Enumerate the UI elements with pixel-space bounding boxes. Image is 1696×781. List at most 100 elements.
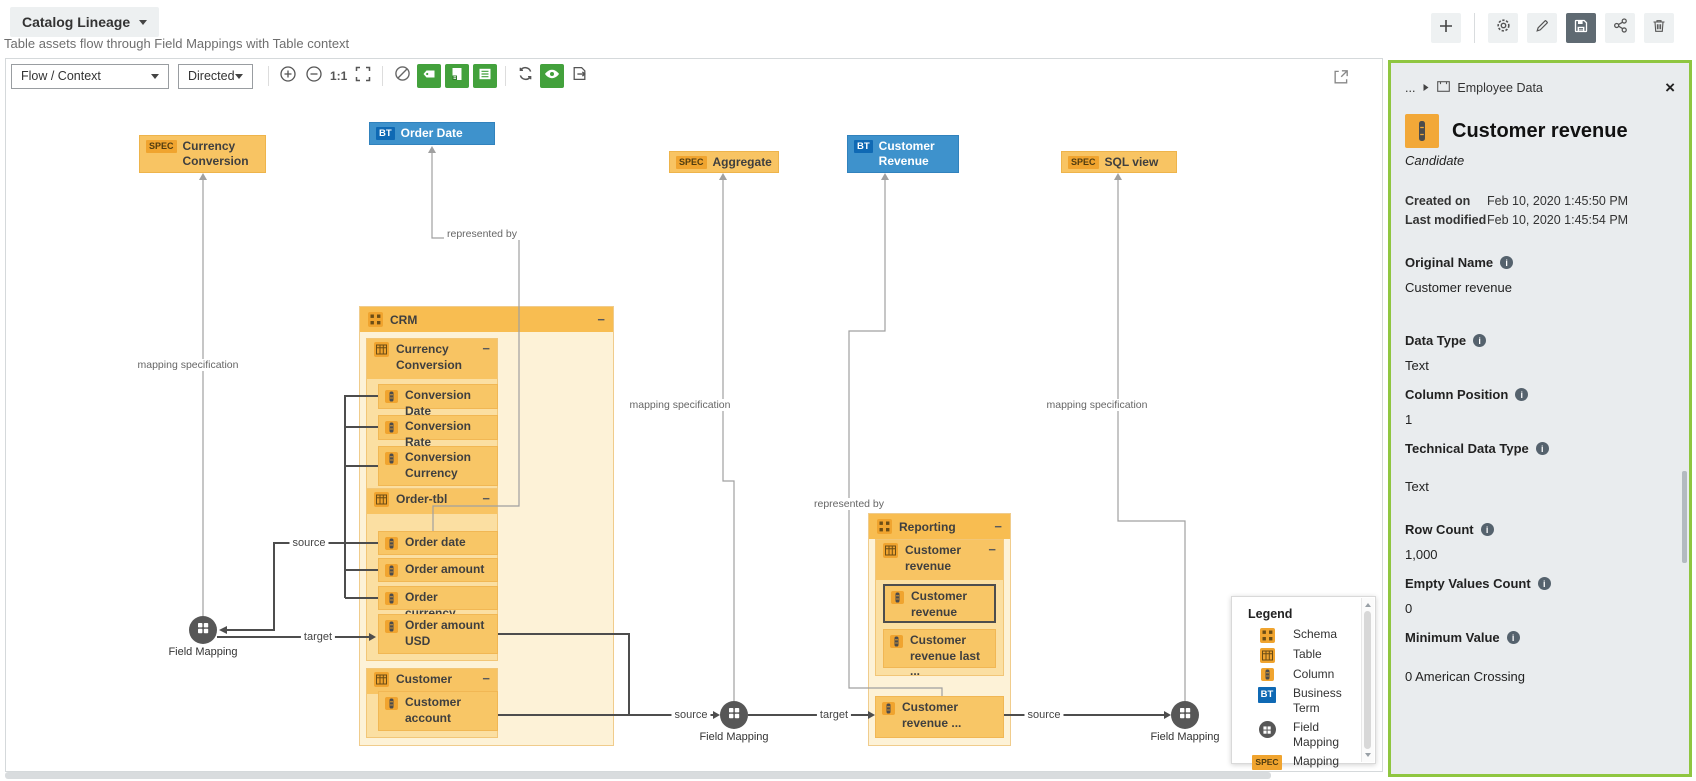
- field-mapping-node[interactable]: [189, 616, 217, 644]
- legend-item-field-mapping: Field Mapping: [1232, 718, 1375, 752]
- direction-select[interactable]: Directed: [178, 63, 253, 89]
- column-node-order-amount[interactable]: Order amount: [378, 558, 498, 582]
- info-icon[interactable]: i: [1473, 334, 1487, 347]
- breadcrumb-item[interactable]: Employee Data: [1457, 80, 1543, 95]
- open-in-new-window-icon[interactable]: [1332, 68, 1350, 91]
- chevron-right-icon: [1422, 81, 1430, 95]
- column-node-order-date[interactable]: Order date: [378, 531, 498, 555]
- info-icon[interactable]: i: [1480, 523, 1494, 536]
- collapse-toggle[interactable]: −: [994, 519, 1002, 534]
- breadcrumb-ellipsis[interactable]: ...: [1405, 80, 1416, 95]
- refresh-button[interactable]: [514, 65, 536, 87]
- zoom-in-button[interactable]: [277, 65, 299, 87]
- delete-button[interactable]: [1644, 13, 1674, 43]
- collapse-toggle[interactable]: −: [482, 341, 490, 356]
- scrollbar-thumb[interactable]: [1364, 611, 1371, 749]
- asset-title-row: Customer revenue: [1405, 114, 1675, 148]
- preview-toggle[interactable]: [540, 64, 565, 88]
- asset-title: Customer revenue: [1452, 119, 1628, 142]
- separator: [382, 66, 384, 86]
- show-labels-toggle[interactable]: [417, 64, 442, 88]
- field-mapping-node[interactable]: [720, 701, 748, 729]
- edge-label-target: target: [300, 631, 336, 643]
- attribute-value: 0: [1405, 601, 1413, 616]
- column-node-customer-revenue-last[interactable]: Customer revenue last ...: [883, 629, 996, 678]
- legend-item-label: Table: [1293, 647, 1322, 661]
- column-icon: [385, 537, 398, 550]
- horizontal-scrollbar[interactable]: [5, 772, 1271, 779]
- table-header: Customer−: [367, 669, 497, 694]
- show-list-toggle[interactable]: [473, 64, 498, 88]
- gear-icon: [1495, 17, 1512, 39]
- collapse-toggle[interactable]: −: [482, 491, 490, 506]
- column-label: Order amount: [405, 562, 485, 576]
- settings-button[interactable]: [1488, 13, 1518, 43]
- info-icon[interactable]: i: [1500, 256, 1514, 269]
- add-button[interactable]: [1431, 13, 1461, 43]
- panel-scrollbar-thumb[interactable]: [1682, 471, 1687, 563]
- column-node-conversion-currency[interactable]: Conversion Currency: [378, 446, 498, 486]
- legend-item-label: Schema: [1293, 627, 1338, 641]
- layout-select[interactable]: Flow / Context: [11, 63, 169, 89]
- edge-label-mapping-specification: mapping specification: [1043, 399, 1151, 411]
- fit-to-screen-button[interactable]: [352, 65, 374, 87]
- save-button[interactable]: [1566, 13, 1596, 43]
- scroll-up-icon[interactable]: [1365, 603, 1371, 607]
- list-icon: [477, 66, 493, 87]
- no-grouping-button[interactable]: [391, 65, 413, 87]
- edge-label-target: target: [816, 709, 852, 721]
- legend-scrollbar[interactable]: [1361, 598, 1374, 762]
- collapse-toggle[interactable]: −: [988, 542, 996, 557]
- column-node-customer-account[interactable]: Customer account: [378, 691, 498, 731]
- edge-label-represented-by: represented by: [443, 228, 521, 240]
- show-cards-toggle[interactable]: [445, 64, 470, 88]
- bt-badge: BT: [854, 140, 873, 154]
- collapse-toggle[interactable]: −: [482, 671, 490, 686]
- asset-status: Candidate: [1405, 153, 1465, 168]
- close-icon[interactable]: ×: [1665, 78, 1675, 97]
- share-button[interactable]: [1605, 13, 1635, 43]
- edit-button[interactable]: [1527, 13, 1557, 43]
- lineage-canvas[interactable]: Flow / Context Directed 1:1 Legend Schem…: [5, 58, 1383, 772]
- schema-label: CRM: [390, 312, 418, 327]
- info-icon[interactable]: i: [1515, 388, 1529, 401]
- diagram-view-picker[interactable]: Catalog Lineage: [10, 7, 160, 37]
- collapse-toggle[interactable]: −: [597, 312, 605, 327]
- export-button[interactable]: [568, 65, 590, 87]
- field-mapping-icon: [196, 621, 210, 640]
- info-icon[interactable]: i: [1506, 631, 1520, 644]
- scroll-down-icon[interactable]: [1365, 753, 1371, 757]
- info-icon[interactable]: i: [1535, 442, 1549, 455]
- zoom-actual-button[interactable]: 1:1: [330, 69, 348, 83]
- table-label: Customer revenue: [905, 543, 962, 573]
- info-icon[interactable]: i: [1537, 577, 1551, 590]
- field-mapping-node[interactable]: [1171, 701, 1199, 729]
- zoom-out-button[interactable]: [303, 65, 325, 87]
- column-node-conversion-date[interactable]: Conversion Date: [378, 384, 498, 418]
- schema-label: Reporting: [899, 519, 956, 534]
- column-node-conversion-rate[interactable]: Conversion Rate: [378, 415, 498, 449]
- node-label: SQL view: [1104, 155, 1159, 169]
- column-node-customer-revenue[interactable]: Customer revenue ...: [875, 696, 1004, 738]
- none-icon: [394, 65, 411, 87]
- column-icon: [385, 620, 398, 633]
- column-node-selected-customer-revenue[interactable]: Customer revenue: [883, 584, 996, 623]
- fullscreen-icon: [355, 66, 371, 87]
- table-header: Currency Conversion−: [367, 339, 497, 379]
- column-node-order-amount-usd[interactable]: Order amount USD: [378, 614, 498, 654]
- legend-item-table: Table: [1232, 645, 1375, 665]
